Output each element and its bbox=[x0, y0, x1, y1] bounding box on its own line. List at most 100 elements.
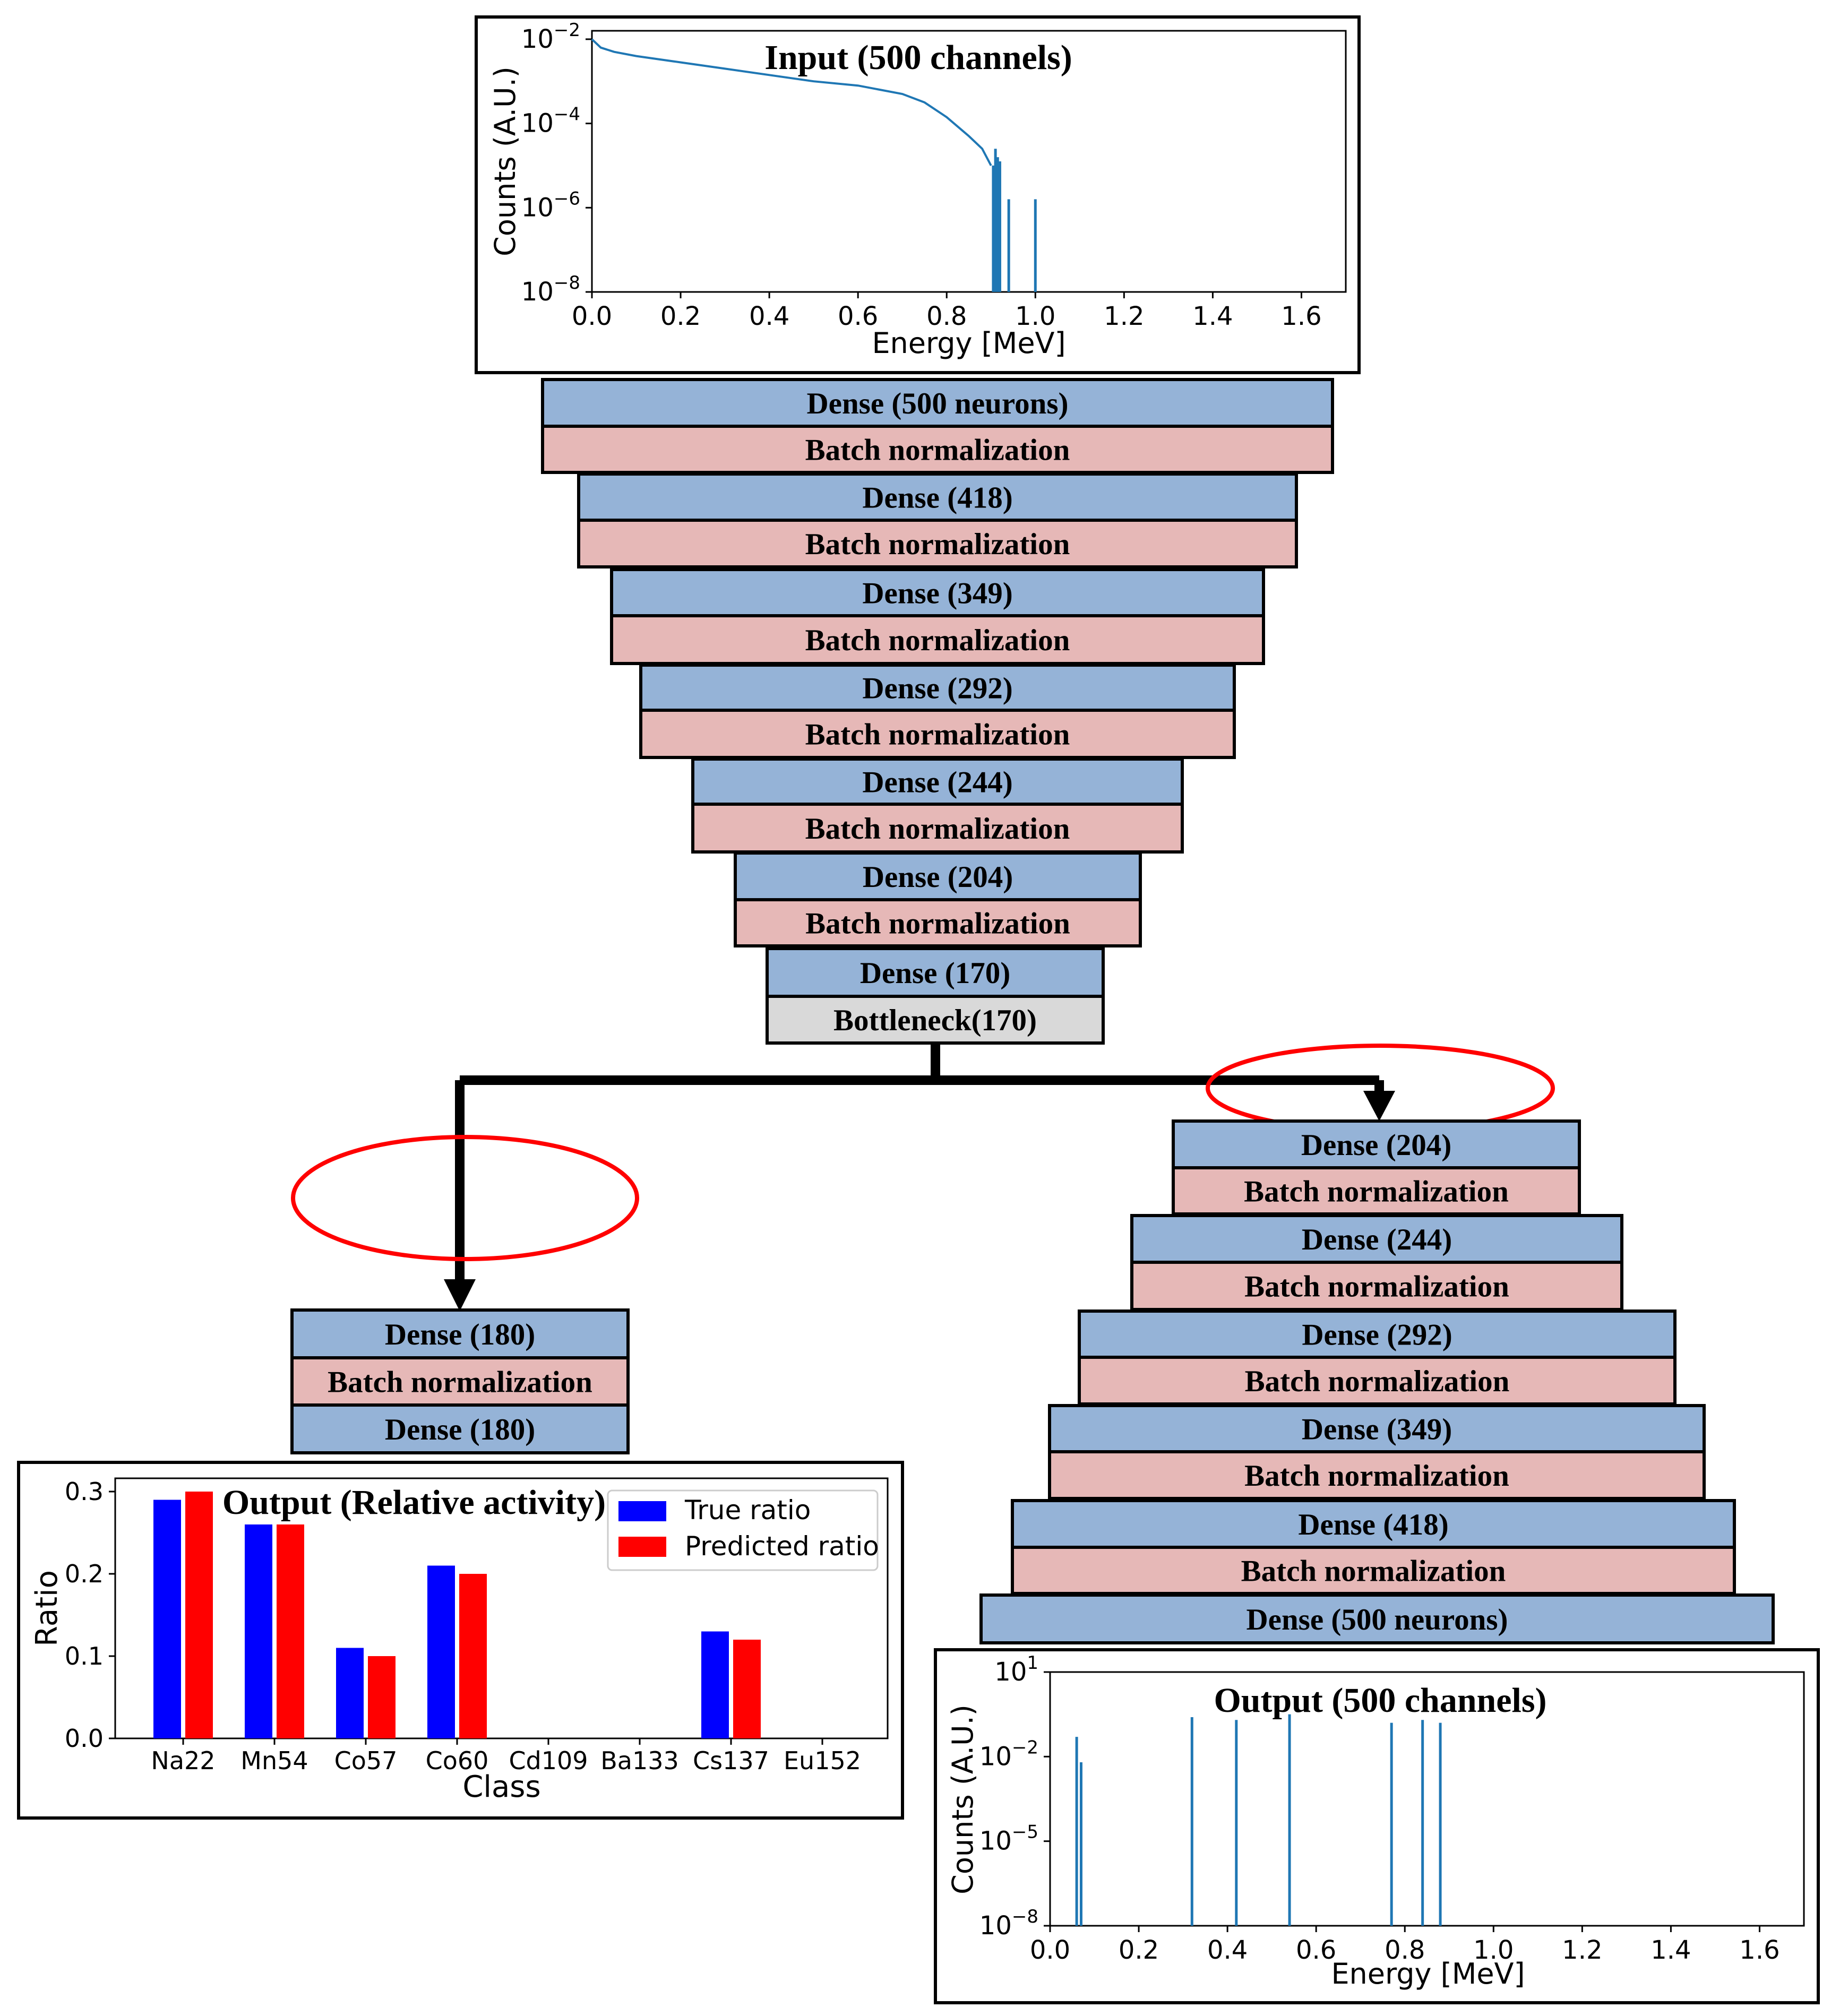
input-chart-frame bbox=[475, 15, 1361, 374]
y-tick-label: 0.1 bbox=[65, 1642, 104, 1670]
batch-layer-label: Batch normalization bbox=[805, 528, 1070, 561]
encoder-stack-layer-12: Dense (170) bbox=[766, 947, 1105, 998]
batch-layer-label: Batch normalization bbox=[328, 1366, 592, 1399]
dense-layer-label: Dense (418) bbox=[1298, 1508, 1448, 1541]
legend-swatch-true bbox=[618, 1501, 666, 1521]
encoder-stack-layer-7: Batch normalization bbox=[639, 709, 1236, 759]
output-plot-area bbox=[1049, 1671, 1805, 1927]
batch-layer-label: Batch normalization bbox=[805, 812, 1070, 846]
input-spectrum-chart: Input (500 channels) Energy [MeV] Counts… bbox=[475, 15, 1361, 374]
x-tick-label: 1.2 bbox=[1562, 1935, 1602, 1965]
dense-layer-label: Dense (292) bbox=[862, 672, 1012, 705]
encoder-stack-layer-2: Dense (418) bbox=[577, 472, 1298, 522]
bar-plot-area bbox=[114, 1477, 889, 1739]
encoder-stack-layer-1: Batch normalization bbox=[541, 425, 1334, 474]
output-y-axis-label: Counts (A.U.) bbox=[946, 1704, 979, 1894]
dense-layer-label: Dense (180) bbox=[385, 1413, 535, 1446]
decoder-stack-layer-6: Dense (349) bbox=[1048, 1404, 1706, 1453]
dense-layer-label: Dense (349) bbox=[1302, 1413, 1452, 1446]
encoder-stack-layer-0: Dense (500 neurons) bbox=[541, 378, 1334, 428]
highlight-circle-left bbox=[291, 1135, 639, 1261]
x-tick-label: 0.4 bbox=[749, 301, 789, 331]
category-label: Eu152 bbox=[784, 1746, 861, 1775]
decoder-stack-layer-3: Batch normalization bbox=[1130, 1261, 1623, 1311]
branch-connector bbox=[444, 1045, 1395, 1311]
predicted-ratio-bar bbox=[459, 1574, 487, 1738]
x-tick-label: 0.0 bbox=[1030, 1935, 1070, 1965]
x-tick-label: 1.0 bbox=[1015, 301, 1055, 331]
output-x-axis-label: Energy [MeV] bbox=[1331, 1957, 1525, 1991]
legend-swatch-pred bbox=[618, 1537, 666, 1557]
bottleneck-layer-box bbox=[766, 995, 1105, 1045]
y-tick-label: 101 bbox=[994, 1652, 1038, 1687]
batch-layer-label: Batch normalization bbox=[1244, 1270, 1509, 1304]
legend-box bbox=[607, 1489, 879, 1571]
dense-layer-box bbox=[1011, 1499, 1736, 1549]
output-chart-title: Output (500 channels) bbox=[1214, 1681, 1546, 1720]
encoder-stack: Dense (500 neurons)Batch normalizationDe… bbox=[541, 378, 1334, 1045]
y-tick-label: 10−8 bbox=[979, 1906, 1038, 1941]
encoder-stack-layer-3: Batch normalization bbox=[577, 519, 1298, 568]
decoder-stack-layer-0: Dense (204) bbox=[1172, 1119, 1581, 1169]
category-label: Mn54 bbox=[240, 1746, 308, 1775]
batch-layer-box bbox=[1048, 1450, 1706, 1500]
dense-layer-box bbox=[290, 1308, 630, 1359]
decoder-stack-layer-2: Dense (244) bbox=[1130, 1214, 1623, 1264]
dense-layer-box bbox=[979, 1593, 1775, 1644]
input-y-axis-label: Counts (A.U.) bbox=[488, 66, 522, 256]
bar-chart-title: Output (Relative activity) bbox=[222, 1483, 606, 1522]
x-tick-label: 0.4 bbox=[1207, 1935, 1248, 1965]
dense-layer-box bbox=[1172, 1119, 1581, 1169]
dense-layer-label: Dense (244) bbox=[862, 766, 1012, 799]
y-tick-label: 10−4 bbox=[521, 104, 580, 139]
x-tick-label: 0.8 bbox=[1385, 1935, 1425, 1965]
dense-layer-label: Dense (500 neurons) bbox=[807, 387, 1069, 420]
batch-layer-label: Batch normalization bbox=[805, 434, 1070, 467]
decoder-stack-layer-10: Dense (500 neurons) bbox=[979, 1593, 1775, 1644]
dense-layer-label: Dense (349) bbox=[862, 577, 1012, 610]
decoder-stack-layer-7: Batch normalization bbox=[1048, 1450, 1706, 1500]
predicted-ratio-bar bbox=[185, 1492, 213, 1738]
x-tick-label: 1.6 bbox=[1739, 1935, 1780, 1965]
batch-layer-box bbox=[610, 614, 1265, 665]
y-tick-label: 10−2 bbox=[521, 20, 580, 54]
category-label: Cd109 bbox=[509, 1746, 588, 1775]
batch-layer-label: Batch normalization bbox=[805, 624, 1070, 657]
decoder-stack-layer-1: Batch normalization bbox=[1172, 1166, 1581, 1216]
dense-layer-label: Dense (204) bbox=[1301, 1128, 1451, 1162]
category-label: Co60 bbox=[426, 1746, 489, 1775]
true-ratio-bar bbox=[701, 1631, 729, 1738]
x-tick-label: 1.4 bbox=[1192, 301, 1233, 331]
encoder-stack-layer-9: Batch normalization bbox=[691, 803, 1184, 854]
encoder-stack-layer-5: Batch normalization bbox=[610, 614, 1265, 665]
legend-label-pred: Predicted ratio bbox=[685, 1531, 879, 1562]
true-ratio-bar bbox=[245, 1524, 272, 1738]
x-tick-label: 1.0 bbox=[1473, 1935, 1514, 1965]
output-spectrum-chart: Output (500 channels) Energy [MeV] Count… bbox=[934, 1648, 1820, 2004]
decoder-stack-layer-8: Dense (418) bbox=[1011, 1499, 1736, 1549]
batch-layer-box bbox=[290, 1356, 630, 1407]
output-chart-frame bbox=[934, 1648, 1820, 2004]
true-ratio-bar bbox=[427, 1565, 455, 1738]
arrowhead-right bbox=[1363, 1091, 1395, 1121]
classifier-stack-layer-1: Batch normalization bbox=[290, 1356, 630, 1407]
true-ratio-bar bbox=[153, 1500, 181, 1738]
input-plot-area bbox=[591, 30, 1347, 293]
category-label: Co57 bbox=[334, 1746, 398, 1775]
bottleneck-layer-label: Bottleneck(170) bbox=[833, 1004, 1037, 1037]
y-tick-label: 0.3 bbox=[65, 1477, 104, 1506]
x-tick-label: 0.6 bbox=[838, 301, 878, 331]
dense-layer-box bbox=[691, 757, 1184, 806]
encoder-stack-layer-4: Dense (349) bbox=[610, 568, 1265, 617]
relative-activity-chart: Output (Relative activity) True ratio Pr… bbox=[17, 1461, 904, 1820]
batch-layer-box bbox=[577, 519, 1298, 568]
y-tick-label: 0.2 bbox=[65, 1560, 104, 1588]
input-x-axis-label: Energy [MeV] bbox=[872, 326, 1065, 360]
predicted-ratio-bar bbox=[277, 1524, 304, 1738]
true-ratio-bar bbox=[336, 1648, 364, 1738]
dense-layer-box bbox=[766, 947, 1105, 998]
batch-layer-label: Batch normalization bbox=[1244, 1459, 1509, 1493]
legend-label-true: True ratio bbox=[684, 1495, 811, 1526]
